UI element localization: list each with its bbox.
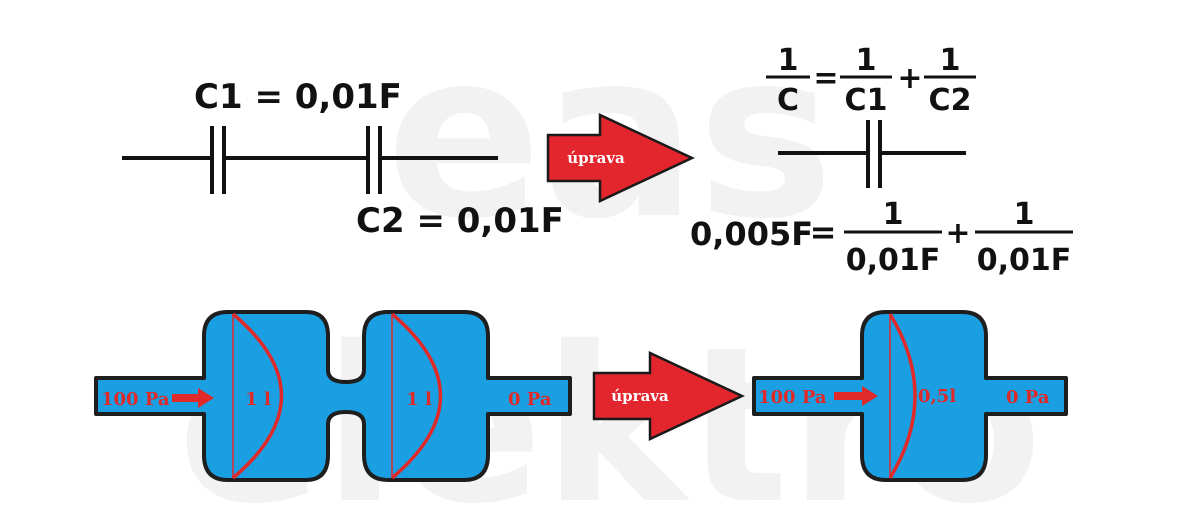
result-formula: 0,005F = 1 0,01F + 1 0,01F (690, 197, 1073, 278)
result-t2-den: 0,01F (977, 243, 1072, 278)
result-t1-den: 0,01F (846, 243, 941, 278)
membrane-equivalent (888, 313, 917, 479)
result-lhs: 0,005F (690, 215, 813, 253)
formula-lhs-num: 1 (778, 43, 799, 78)
transform-arrow-bottom: úprava (592, 351, 745, 441)
membrane-1 (231, 312, 284, 480)
result-right-pressure-label: 0 Pa (1006, 387, 1050, 408)
left-pressure-label: 100 Pa (101, 389, 170, 410)
hydraulic-series-system: 100 Pa 1 l 1 l 0 Pa (94, 310, 572, 482)
c1-label: C1 = 0,01F (194, 77, 402, 117)
result-left-pressure-label: 100 Pa (758, 387, 827, 408)
transform-arrow-top: úprava (546, 113, 695, 203)
formula-t2-num: 1 (940, 43, 961, 78)
formula-t2-den: C2 (929, 83, 972, 118)
equivalent-capacitor (778, 120, 966, 188)
result-volume-label: 0,5l (918, 386, 956, 407)
chamber2-volume-label: 1 l (406, 389, 432, 410)
water-channel-series (94, 310, 572, 482)
result-t2-num: 1 (1014, 197, 1035, 232)
result-eq: = (810, 213, 837, 251)
formula-lhs-den: C (777, 83, 799, 118)
flow-arrow-left (172, 388, 214, 408)
c2-label: C2 = 0,01F (356, 201, 564, 241)
chamber1-volume-label: 1 l (245, 389, 271, 410)
water-channel-equivalent (752, 310, 1068, 482)
right-pressure-label: 0 Pa (508, 389, 552, 410)
result-plus: + (945, 216, 970, 251)
result-t1-num: 1 (883, 197, 904, 232)
hydraulic-equivalent-system: 100 Pa 0,5l 0 Pa (752, 310, 1068, 482)
series-formula: 1 C = 1 C1 + 1 C2 (766, 43, 976, 118)
formula-t1-num: 1 (856, 43, 877, 78)
arrow-label-bottom: úprava (611, 387, 669, 405)
membrane-2 (390, 312, 443, 480)
arrow-label-top: úprava (567, 149, 625, 167)
flow-arrow-equivalent (834, 386, 878, 406)
formula-plus: + (897, 61, 922, 96)
series-capacitor-circuit (122, 126, 498, 194)
formula-t1-den: C1 (845, 83, 888, 118)
formula-eq: = (813, 61, 838, 96)
